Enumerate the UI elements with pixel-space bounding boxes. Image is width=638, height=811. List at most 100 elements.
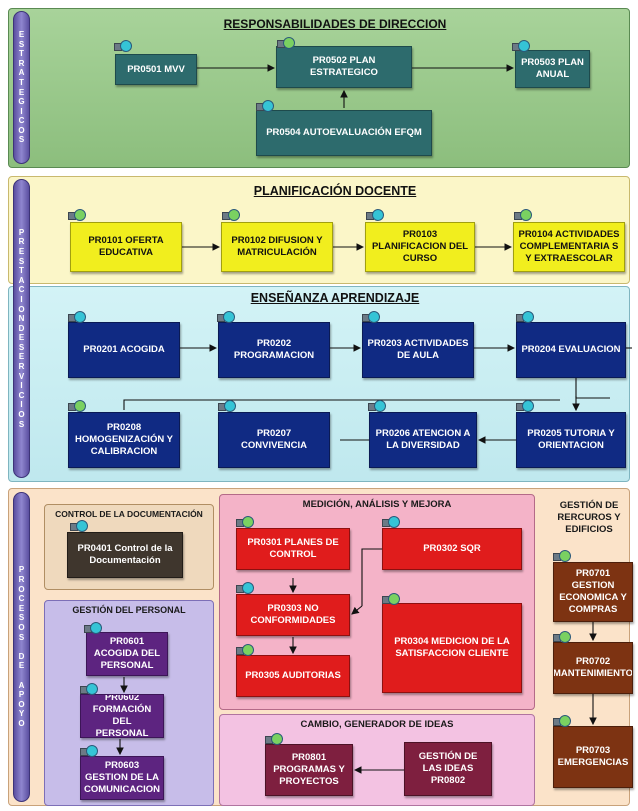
prestacion-sidebar-letter: O [18, 410, 25, 420]
pr0303-box[interactable]: PR0303 NO CONFORMIDADES [236, 594, 350, 636]
personal-title: GESTIÓN DEL PERSONAL [72, 605, 186, 615]
pr0801-box[interactable]: PR0801 PROGRAMAS Y PROYECTOS [265, 744, 353, 796]
pr0602-box[interactable]: PR0602 FORMACIÓN DEL PERSONAL [80, 694, 164, 738]
prestacion-sidebar-letter: S [18, 342, 25, 352]
recursos-title: GESTIÓN DE RERCUROS Y EDIFICIOS [548, 500, 630, 536]
ensenanza-title: ENSEÑANZA APRENDIZAJE [250, 291, 420, 305]
pr0204-label: PR0204 EVALUACION [521, 344, 621, 355]
process-icon [277, 37, 295, 49]
prestacion-sidebar-letter: S [18, 419, 25, 429]
prestacion-sidebar-letter: E [18, 333, 25, 343]
pr0207-box[interactable]: PR0207 CONVIVENCIA [218, 412, 330, 468]
pr0102-label: PR0102 DIFUSION Y MATRICULACIÓN [231, 235, 323, 258]
pr0703-label: PR0703 EMERGENCIAS [557, 745, 629, 768]
pr0208-label: PR0208 HOMOGENIZACIÓN Y CALIBRACION [75, 422, 173, 457]
cambio-title: CAMBIO, GENERADOR DE IDEAS [300, 719, 454, 730]
pr0302-box[interactable]: PR0302 SQR [382, 528, 522, 570]
status-circle-icon [74, 400, 86, 412]
pr0206-box[interactable]: PR0206 ATENCION A LA DIVERSIDAD [369, 412, 477, 468]
pr0502-label: PR0502 PLAN ESTRATEGICO [310, 55, 378, 78]
pr0205-label: PR0205 TUTORIA Y ORIENTACION [527, 428, 615, 451]
status-circle-icon [374, 400, 386, 412]
status-circle-icon [522, 400, 534, 412]
pr0202-label: PR0202 PROGRAMACION [233, 338, 315, 361]
estrategicos-sidebar-letter: G [18, 97, 25, 107]
pr0205-box[interactable]: PR0205 TUTORIA Y ORIENTACION [516, 412, 626, 468]
pr0802-label: GESTIÓN DE LAS IDEAS PR0802 [418, 751, 478, 786]
pr0702-box[interactable]: PR0702 MANTENIMIENTO [553, 642, 633, 694]
pr0305-box[interactable]: PR0305 AUDITORIAS [236, 655, 350, 697]
apoyo-sidebar-letter: S [18, 613, 25, 623]
prestacion-sidebar-letter: E [18, 246, 25, 256]
prestacion-sidebar-letter: R [18, 237, 25, 247]
process-icon [218, 400, 236, 412]
process-icon [382, 516, 400, 528]
process-icon [114, 40, 132, 52]
process-icon [236, 582, 254, 594]
pr0601-box[interactable]: PR0601 ACOGIDA DEL PERSONAL [86, 632, 168, 676]
status-circle-icon [86, 683, 98, 695]
pr0305-label: PR0305 AUDITORIAS [245, 670, 341, 681]
pr0206-label: PR0206 ATENCION A LA DIVERSIDAD [375, 428, 471, 451]
pr0204-box[interactable]: PR0204 EVALUACION [516, 322, 626, 378]
pr0201-label: PR0201 ACOGIDA [83, 344, 165, 355]
pr0304-box[interactable]: PR0304 MEDICION DE LA SATISFACCION CLIEN… [382, 603, 522, 693]
pr0202-box[interactable]: PR0202 PROGRAMACION [218, 322, 330, 378]
process-icon [516, 400, 534, 412]
pr0101-box[interactable]: PR0101 OFERTA EDUCATIVA [70, 222, 182, 272]
pr0301-box[interactable]: PR0301 PLANES DE CONTROL [236, 528, 350, 570]
process-icon [68, 400, 86, 412]
status-circle-icon [520, 209, 532, 221]
process-icon [553, 550, 571, 562]
estrategicos-sidebar-letter: S [18, 135, 25, 145]
process-icon [362, 311, 380, 323]
status-circle-icon [271, 733, 283, 745]
pr0104-label: PR0104 ACTIVIDADES COMPLEMENTARIA S Y EX… [518, 229, 620, 264]
pr0203-label: PR0203 ACTIVIDADES DE AULA [367, 338, 469, 361]
pr0703-box[interactable]: PR0703 EMERGENCIAS [553, 726, 633, 788]
process-icon [553, 715, 571, 727]
estrategicos-sidebar-letter: T [19, 49, 24, 59]
prestacion-sidebar-letter: I [20, 400, 23, 410]
line-feedback [123, 399, 560, 410]
apoyo-sidebar-letter: A [18, 680, 25, 690]
status-circle-icon [262, 100, 274, 112]
pr0501-box[interactable]: PR0501 MVV [115, 54, 197, 85]
pr0802-box[interactable]: GESTIÓN DE LAS IDEAS PR0802 [404, 742, 492, 796]
pr0701-box[interactable]: PR0701 GESTION ECONOMICA Y COMPRAS [553, 562, 633, 622]
estrategicos-sidebar-letter: E [18, 29, 25, 39]
pr0504-label: PR0504 AUTOEVALUACIÓN EFQM [266, 127, 422, 138]
status-circle-icon [74, 311, 86, 323]
pr0503-label: PR0503 PLAN ANUAL [521, 57, 584, 80]
pr0203-box[interactable]: PR0203 ACTIVIDADES DE AULA [362, 322, 474, 378]
pr0304-label: PR0304 MEDICION DE LA SATISFACCION CLIEN… [394, 636, 510, 659]
prestacion-sidebar-letter: I [20, 381, 23, 391]
prestacion-sidebar-letter: I [20, 294, 23, 304]
estrategicos-sidebar-letter: T [19, 77, 24, 87]
pr0104-box[interactable]: PR0104 ACTIVIDADES COMPLEMENTARIA S Y EX… [513, 222, 625, 272]
pr0208-box[interactable]: PR0208 HOMOGENIZACIÓN Y CALIBRACION [68, 412, 180, 468]
pr0502-box[interactable]: PR0502 PLAN ESTRATEGICO [276, 46, 412, 88]
pr0102-box[interactable]: PR0102 DIFUSION Y MATRICULACIÓN [221, 222, 333, 272]
apoyo-sidebar-letter: C [18, 594, 25, 604]
prestacion-sidebar-letter: A [18, 275, 25, 285]
status-circle-icon [223, 311, 235, 323]
pr0603-box[interactable]: PR0603 GESTION DE LA COMUNICACION [80, 756, 164, 800]
status-circle-icon [559, 715, 571, 727]
pr0103-box[interactable]: PR0103 PLANIFICACION DEL CURSO [365, 222, 475, 272]
apoyo-sidebar-letter: O [18, 623, 25, 633]
pr0503-box[interactable]: PR0503 PLAN ANUAL [515, 50, 590, 88]
process-icon [553, 631, 571, 643]
pr0101-label: PR0101 OFERTA EDUCATIVA [88, 235, 164, 258]
status-circle-icon [518, 40, 530, 52]
pr0801-label: PR0801 PROGRAMAS Y PROYECTOS [273, 752, 345, 787]
pr0401-box[interactable]: PR0401 Control de la Documentación [67, 532, 183, 578]
pr0504-box[interactable]: PR0504 AUTOEVALUACIÓN EFQM [256, 110, 432, 156]
process-icon [382, 593, 400, 605]
status-circle-icon [90, 622, 102, 634]
status-circle-icon [74, 209, 86, 221]
pr0702-label: PR0702 MANTENIMIENTO [553, 656, 633, 679]
pr0201-box[interactable]: PR0201 ACOGIDA [68, 322, 180, 378]
